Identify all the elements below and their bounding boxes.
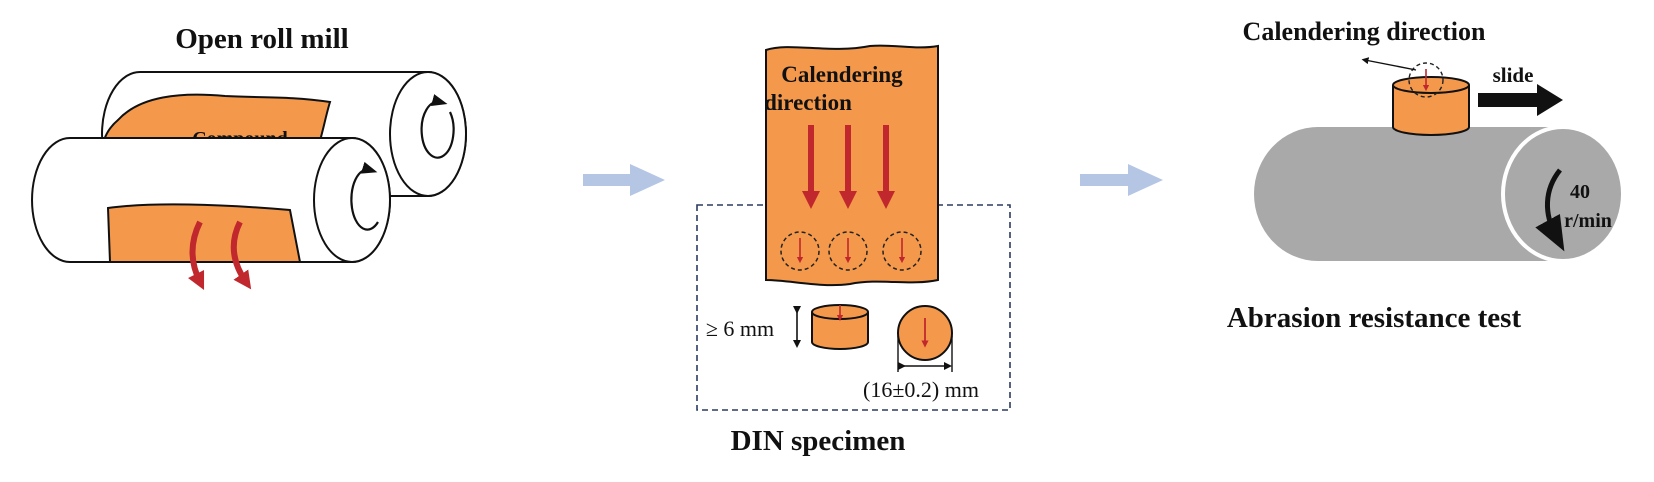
cut-circles [780, 231, 922, 271]
slide-arrow [1478, 84, 1563, 116]
test-specimen [1392, 62, 1470, 136]
abrasion-direction-label: Calendering direction [1243, 17, 1486, 46]
back-roll-rotation-arrow [420, 94, 455, 159]
calender-flow-arrow-2 [230, 220, 252, 290]
speed-value: 40 [1570, 181, 1590, 203]
din-specimen-title: DIN specimen [731, 425, 906, 457]
slide-label: slide [1493, 63, 1534, 87]
flow-arrow-2 [1080, 164, 1163, 196]
front-roll-rotation-arrow [350, 161, 379, 231]
specimen-top-view [897, 305, 953, 372]
sheet-direction-line1: Calendering [781, 62, 903, 87]
flow-arrow-1 [583, 164, 665, 196]
thickness-label: ≥ 6 mm [706, 316, 774, 341]
specimen-cutting-box [696, 204, 1011, 411]
compound-sheet-bottom [106, 203, 302, 263]
diameter-label: (16±0.2) mm [863, 377, 979, 402]
calendered-sheet [765, 44, 939, 287]
drum-rotation-arrow [1535, 168, 1565, 252]
roll-mill-title: Open roll mill [175, 23, 348, 55]
calendering-direction-arrow [1361, 57, 1417, 71]
speed-unit: r/min [1564, 210, 1612, 232]
abrasion-drum [1254, 125, 1625, 263]
sheet-direction-line2: direction [764, 90, 852, 115]
specimen-side-view [811, 304, 869, 350]
abrasion-test-panel: Calendering direction 40 r/min slide Abr… [1227, 17, 1625, 334]
calender-flow-arrow-1 [187, 220, 205, 291]
roll-mill-panel: Open roll mill Compound [31, 23, 467, 291]
din-specimen-panel: Calendering direction ≥ 6 mm [696, 44, 1011, 457]
abrasion-test-title: Abrasion resistance test [1227, 302, 1522, 334]
